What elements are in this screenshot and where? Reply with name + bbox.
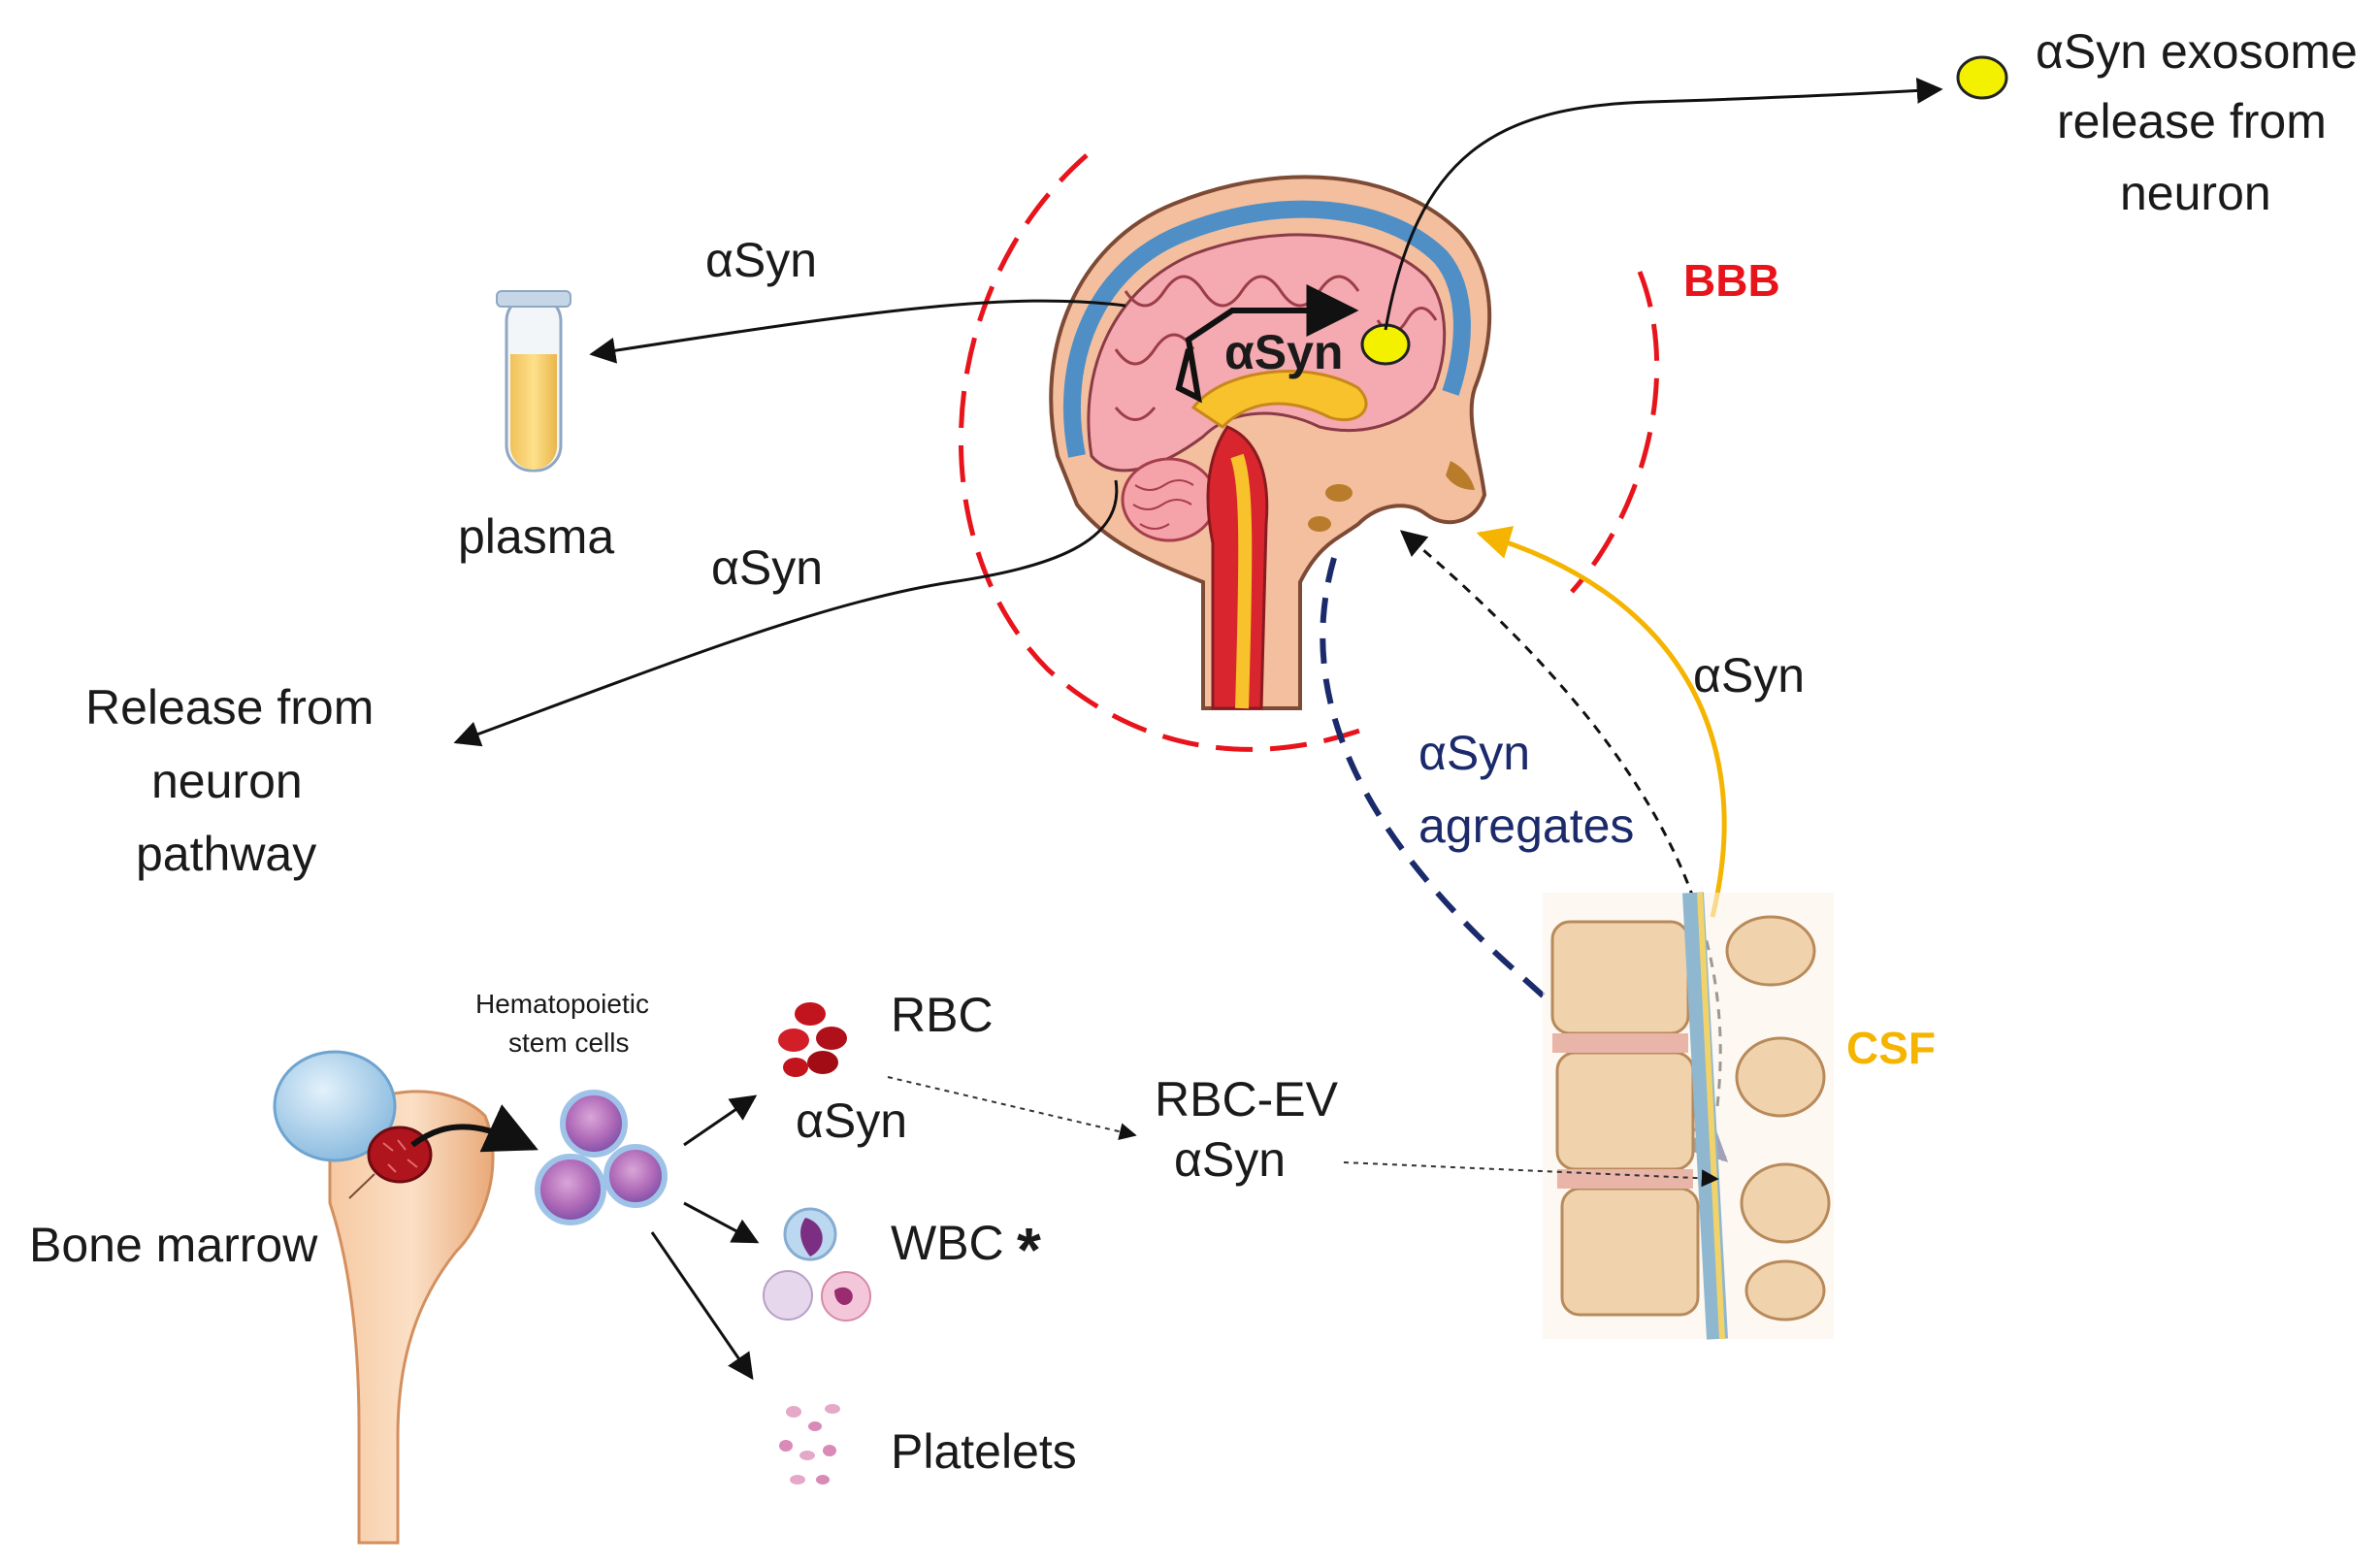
brain-asyn-label: αSyn [1224, 325, 1343, 379]
gyri [1114, 275, 1438, 421]
wbc-asterisk: * [1017, 1215, 1041, 1285]
aggregates-label-line2: agregates [1418, 799, 1634, 853]
arrow-to-plasma [589, 299, 1126, 364]
asyn-release-label: αSyn [711, 540, 823, 595]
arrow-exosome-release [1384, 77, 1943, 331]
hsc-label-line1: Hematopoietic [475, 989, 649, 1019]
vertebra-3 [1560, 1187, 1700, 1317]
release-label-line2: neuron [151, 754, 303, 808]
exosome-label-line1: αSyn exosome [2036, 24, 2358, 79]
brain-internal-arrow [1175, 284, 1359, 404]
rbc-ev-label-line2: αSyn [1174, 1132, 1286, 1187]
wbc-cells [763, 1207, 871, 1322]
exosome-dot-brain [1360, 323, 1411, 366]
release-label-line3: pathway [136, 827, 316, 881]
plasma-tube [496, 290, 571, 473]
arrow-csf-asyn-gold [1476, 526, 1727, 918]
spine-illustration [1543, 892, 1834, 1340]
asyn-plasma-label: αSyn [705, 233, 817, 287]
cerebellum [1121, 457, 1218, 542]
wbc-label: WBC [891, 1216, 1004, 1270]
bbb-arc-right [1570, 271, 1660, 594]
rbc-ev-label-line1: RBC-EV [1155, 1072, 1339, 1126]
arrow-stem-to-rbc [683, 1094, 758, 1147]
arrow-stem-to-wbc [683, 1201, 760, 1244]
bbb-label: BBB [1683, 255, 1780, 306]
platelets-label: Platelets [891, 1424, 1077, 1479]
exosome-label-line2: release from [2057, 94, 2327, 148]
rbc-label: RBC [891, 988, 994, 1042]
vertebra-1 [1550, 920, 1690, 1035]
corpus-callosum [1190, 370, 1368, 429]
aggregates-label-line1: αSyn [1418, 726, 1530, 780]
arrow-ev-to-csf [1343, 1161, 1719, 1188]
arrow-release-pathway [453, 479, 1119, 747]
arrow-rbc-to-ev [887, 1076, 1137, 1141]
arrow-marrow-to-stem [410, 1104, 538, 1153]
plasma-label: plasma [458, 509, 614, 564]
femur-head [273, 1050, 397, 1162]
csf-asyn-label: αSyn [1693, 648, 1805, 702]
stem-cells-cluster [535, 1090, 668, 1225]
femur-shaft [328, 1090, 495, 1545]
arrow-stem-to-platelets [650, 1231, 754, 1381]
femur-illustration [273, 1050, 495, 1545]
platelet-cells [779, 1404, 840, 1485]
exosome-icon [1956, 55, 2008, 100]
rbc-cells [778, 1002, 847, 1077]
brainstem [1206, 425, 1269, 710]
bone-marrow-label: Bone marrow [29, 1218, 318, 1272]
rbc-asyn-label: αSyn [796, 1094, 907, 1148]
csf-label: CSF [1846, 1023, 1936, 1073]
exosome-label-line3: neuron [2120, 166, 2271, 220]
hsc-label-line2: stem cells [508, 1028, 629, 1058]
brain-illustration [1049, 175, 1492, 710]
bbb-arc-left [958, 153, 1369, 752]
vertebra-2 [1555, 1051, 1695, 1171]
meninges [1062, 200, 1471, 458]
release-label-line1: Release from [85, 680, 374, 735]
